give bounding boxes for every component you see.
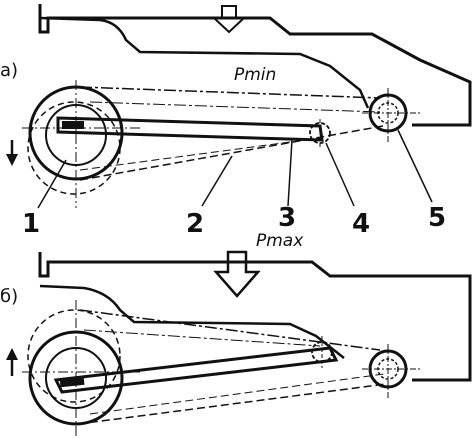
housing-inner-curve-a	[39, 16, 370, 109]
chain-lower-b	[77, 383, 387, 425]
part-number-3: 3	[278, 203, 296, 233]
housing-outline-b	[38, 252, 472, 382]
pressure-label-max: Pmax	[256, 231, 304, 251]
leader-1	[37, 159, 67, 209]
part-number-5: 5	[428, 203, 446, 233]
section-label-a: а)	[0, 60, 18, 81]
flywheel-ghost-b	[27, 309, 121, 403]
chain-low2-b	[89, 373, 385, 415]
leader-4	[325, 142, 355, 207]
part-number-2: 2	[186, 209, 204, 239]
section-label-b: б)	[0, 286, 18, 307]
pressure-label-min: Pmin	[234, 65, 276, 85]
chain-lower-a	[79, 125, 384, 181]
flywheel-ghost-a	[27, 101, 121, 195]
lever-b	[53, 346, 339, 394]
housing-outline-a	[38, 4, 472, 127]
housing-inner-curve-b	[39, 284, 345, 359]
leader-2	[201, 155, 233, 207]
chain-mid-a	[89, 101, 381, 113]
panel-a: а) Pmin	[0, 4, 472, 209]
down-arrow-icon	[6, 140, 18, 166]
chain-upper-a	[79, 86, 381, 99]
panel-b: Pmax б)	[0, 231, 472, 436]
part-number-4: 4	[352, 209, 370, 239]
push-arrow-icon	[211, 5, 247, 34]
up-arrow-icon	[6, 348, 18, 376]
chain-upper-b	[79, 309, 381, 351]
lever-slot-a	[62, 121, 84, 129]
leader-5	[397, 129, 433, 203]
push-arrow-large-icon	[213, 250, 261, 298]
chain-low2-a	[79, 137, 321, 171]
lever-slot-b	[59, 375, 85, 388]
leader-3	[287, 139, 293, 207]
chain-mid-b	[83, 329, 321, 347]
lever-a	[56, 116, 324, 142]
part-number-1: 1	[22, 209, 40, 239]
